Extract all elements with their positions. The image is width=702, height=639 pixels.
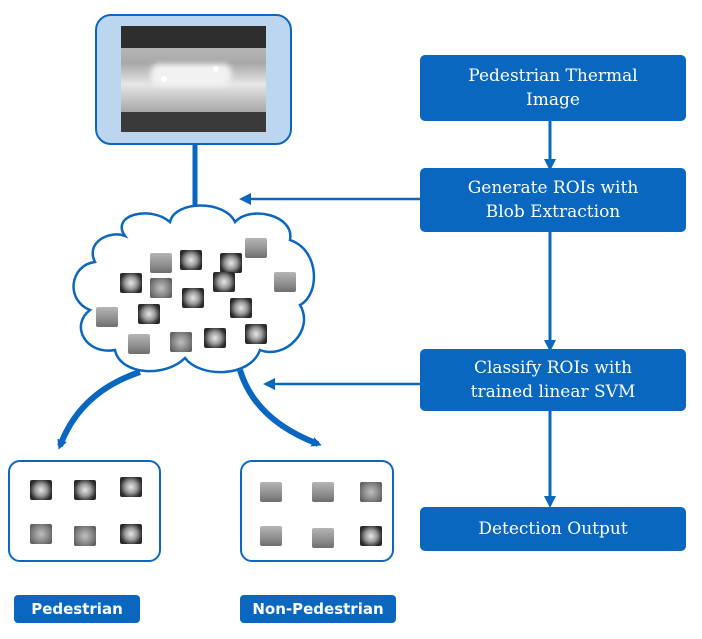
step-svm-line1: Classify ROIs with xyxy=(473,358,633,378)
pedestrian-thumbnail xyxy=(120,524,142,544)
roi-thumbnail xyxy=(182,288,204,308)
step-input-line2: Image xyxy=(526,90,580,110)
roi-thumbnail xyxy=(245,238,267,258)
thermal-image xyxy=(121,26,266,132)
non-pedestrian-thumbnail xyxy=(260,482,282,502)
pedestrian-thumbnail xyxy=(30,480,52,500)
step-output-label: Detection Output xyxy=(478,519,628,539)
roi-thumbnail xyxy=(150,278,172,298)
roi-thumbnail xyxy=(150,253,172,273)
non-pedestrian-thumbnail xyxy=(260,526,282,546)
step-roi-line1: Generate ROIs with xyxy=(467,178,639,198)
roi-thumbnail xyxy=(180,250,202,270)
roi-thumbnail xyxy=(274,272,296,292)
roi-thumbnail xyxy=(138,304,160,324)
pedestrian-label: Pedestrian xyxy=(14,595,140,623)
thermal-image-frame xyxy=(95,14,292,145)
non-pedestrian-thumbnail xyxy=(360,482,382,502)
pedestrian-thumbnail xyxy=(74,480,96,500)
non-pedestrian-thumbnail xyxy=(360,526,382,546)
roi-thumbnail xyxy=(170,332,192,352)
step-input-line1: Pedestrian Thermal xyxy=(468,66,638,86)
non-pedestrian-thumbnail xyxy=(312,482,334,502)
step-svm-line2: trained linear SVM xyxy=(470,382,636,402)
non-pedestrian-thumbnail xyxy=(312,528,334,548)
roi-thumbnail xyxy=(213,272,235,292)
step-input-image: Pedestrian Thermal Image xyxy=(420,55,686,121)
roi-thumbnail xyxy=(204,328,226,348)
roi-thumbnail xyxy=(245,324,267,344)
step-generate-rois: Generate ROIs with Blob Extraction xyxy=(420,168,686,232)
step-classify-rois: Classify ROIs with trained linear SVM xyxy=(420,349,686,411)
step-detection-output: Detection Output xyxy=(420,507,686,551)
roi-thumbnail xyxy=(128,334,150,354)
roi-thumbnail xyxy=(120,273,142,293)
pedestrian-thumbnail xyxy=(74,526,96,546)
pedestrian-results-box xyxy=(8,460,161,562)
step-roi-line2: Blob Extraction xyxy=(485,202,621,222)
non-pedestrian-label: Non-Pedestrian xyxy=(240,595,396,623)
arrow-cloud-to-non-pedestrian xyxy=(237,369,322,447)
pedestrian-thumbnail xyxy=(120,477,142,497)
pedestrian-thumbnail xyxy=(30,524,52,544)
roi-thumbnail xyxy=(230,298,252,318)
roi-thumbnail xyxy=(220,253,242,273)
arrow-cloud-to-pedestrian xyxy=(57,369,141,450)
roi-thumbnail xyxy=(96,307,118,327)
non-pedestrian-results-box xyxy=(240,460,394,562)
